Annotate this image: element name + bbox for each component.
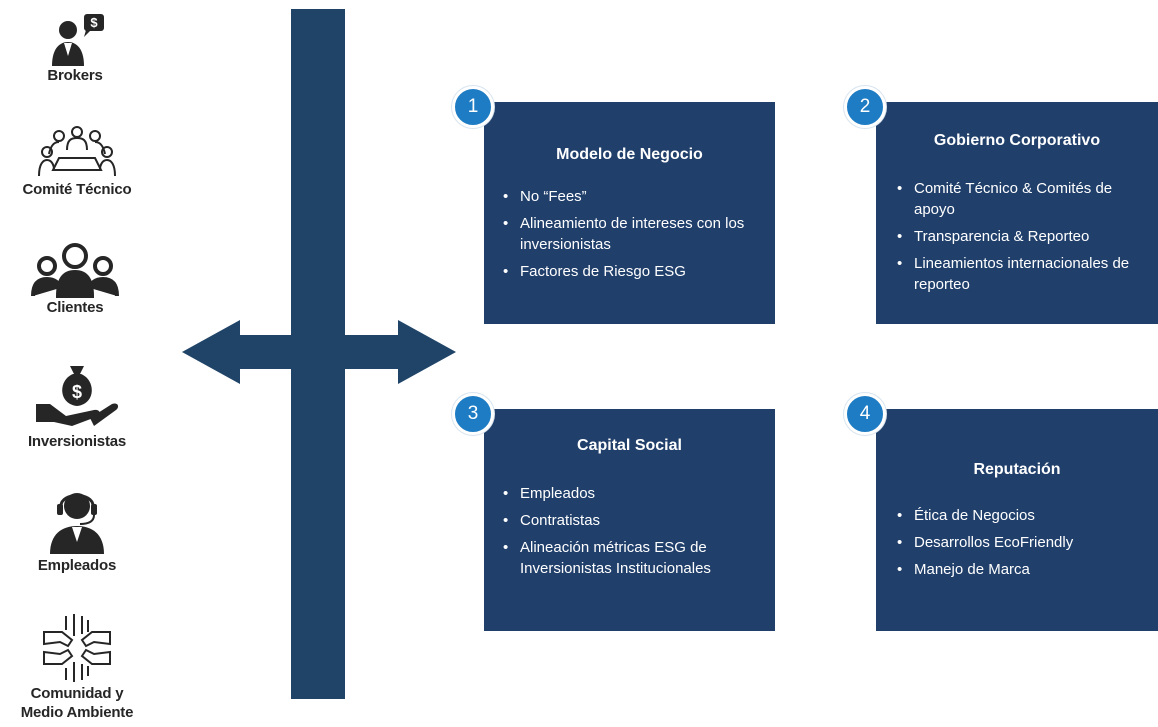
committee-icon <box>38 126 116 177</box>
pillar-title: Reputación <box>973 461 1061 478</box>
pillar-bullet: Desarrollos EcoFriendly <box>890 532 1156 553</box>
double-arrow <box>182 320 456 384</box>
stakeholder-comunidad: Comunidad y Medio Ambiente <box>2 612 152 722</box>
stakeholder-label: Clientes <box>46 299 104 316</box>
investor-money-icon: $ <box>36 366 119 426</box>
pillar-bullet: Factores de Riesgo ESG <box>496 261 766 282</box>
pillar-number-badge: 4 <box>844 393 886 435</box>
pillar-bullet: Lineamientos internacionales de reporteo <box>890 253 1156 295</box>
cross-arrow-graphic <box>182 9 456 699</box>
stakeholder-clientes: Clientes <box>0 238 150 317</box>
stakeholder-label: Inversionistas <box>27 433 127 450</box>
pillar-box-reputacion: Reputación Ética de Negocios Desarrollos… <box>876 409 1158 631</box>
pillar-number-badge: 3 <box>452 393 494 435</box>
stakeholder-brokers: $ Brokers <box>0 12 150 85</box>
clients-icon <box>31 243 119 298</box>
stakeholder-label: Empleados <box>37 557 117 574</box>
pillar-bullet: Ética de Negocios <box>890 505 1156 526</box>
svg-text:$: $ <box>72 382 82 402</box>
pillar-number-badge: 1 <box>452 86 494 128</box>
pillar-bullet: Alineamiento de intereses con los invers… <box>496 213 766 255</box>
stakeholder-label-line2: Medio Ambiente <box>20 704 134 721</box>
pillar-title: Gobierno Corporativo <box>933 132 1101 149</box>
stakeholder-inversionistas: $ Inversionistas <box>2 360 152 451</box>
pillar-box-modelo-negocio: Modelo de Negocio No “Fees” Alineamiento… <box>484 102 775 324</box>
stakeholder-comite-tecnico: Comité Técnico <box>2 124 152 199</box>
pillar-bullet: Empleados <box>496 483 766 504</box>
pillar-box-gobierno-corporativo: Gobierno Corporativo Comité Técnico & Co… <box>876 102 1158 324</box>
svg-text:$: $ <box>90 15 98 30</box>
stakeholder-label: Brokers <box>47 67 103 84</box>
stakeholder-label: Comité Técnico <box>22 181 132 198</box>
pillar-number-badge: 2 <box>844 86 886 128</box>
pillar-bullet: Comité Técnico & Comités de apoyo <box>890 178 1156 220</box>
pillar-bullet: No “Fees” <box>496 186 766 207</box>
pillar-bullet: Transparencia & Reporteo <box>890 226 1156 247</box>
pillar-bullet: Manejo de Marca <box>890 559 1156 580</box>
pillar-bullet-list: Comité Técnico & Comités de apoyo Transp… <box>890 178 1156 301</box>
stakeholder-label: Comunidad y <box>30 685 124 702</box>
broker-icon: $ <box>52 14 104 66</box>
headset-employee-icon <box>50 493 104 554</box>
pillar-bullet-list: Empleados Contratistas Alineación métric… <box>496 483 766 585</box>
pillar-bullet-list: No “Fees” Alineamiento de intereses con … <box>496 186 766 288</box>
pillar-bullet: Alineación métricas ESG de Inversionista… <box>496 537 766 579</box>
joined-hands-icon <box>43 614 111 682</box>
pillar-bullet: Contratistas <box>496 510 766 531</box>
pillar-title: Modelo de Negocio <box>556 146 703 163</box>
stakeholder-empleados: Empleados <box>2 484 152 575</box>
pillar-box-capital-social: Capital Social Empleados Contratistas Al… <box>484 409 775 631</box>
pillar-title: Capital Social <box>577 437 682 454</box>
pillar-bullet-list: Ética de Negocios Desarrollos EcoFriendl… <box>890 505 1156 586</box>
